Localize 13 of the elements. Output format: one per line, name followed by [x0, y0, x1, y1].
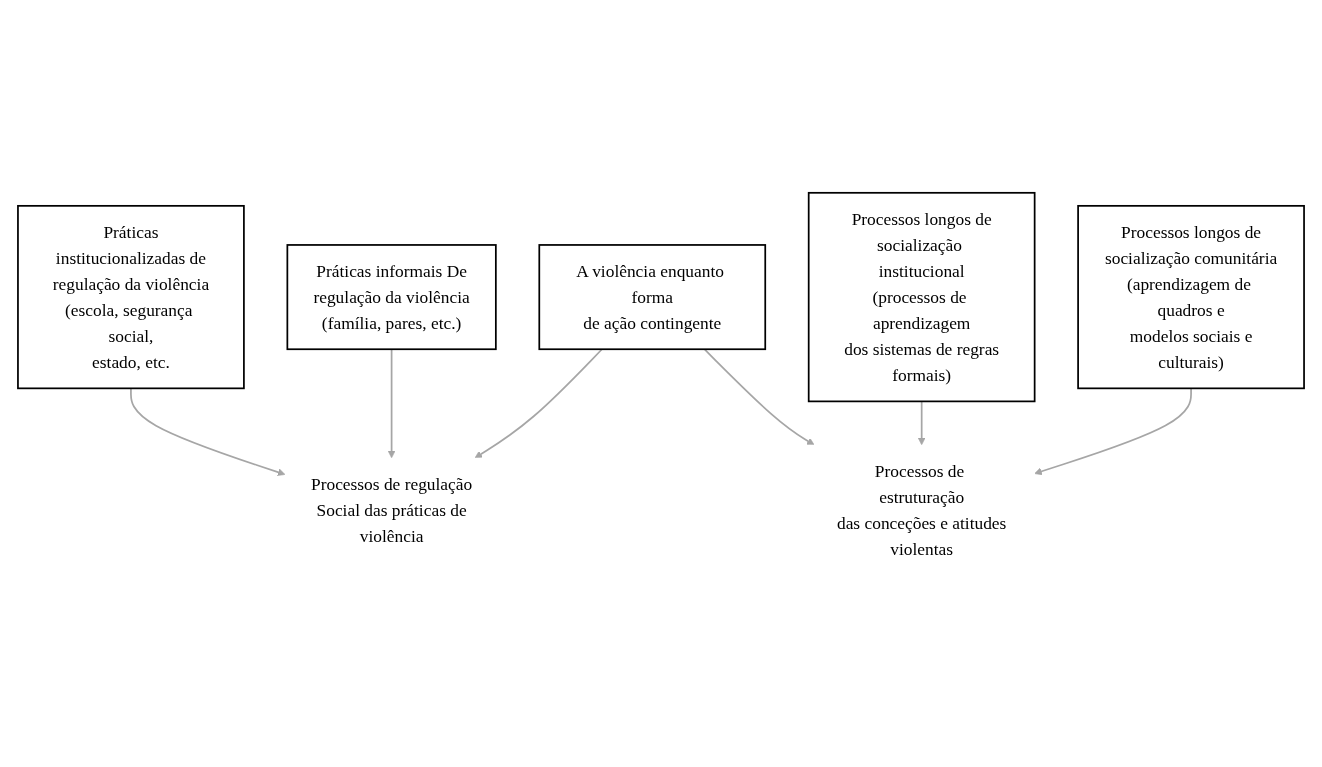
arrow	[703, 347, 815, 445]
arrow	[917, 400, 926, 445]
arrow	[130, 387, 286, 476]
node-box: A violência enquanto forma de ação contingente	[538, 243, 767, 350]
node-box: Processos longos de socialização institucional (processos de aprendizagem dos sistemas de regras formais)	[807, 191, 1036, 402]
node-box: Práticas institucionalizadas de regulação da violência (escola, segurança social, estado, etc.	[17, 204, 245, 389]
node-text: Processos de estruturação das conceções e atitudes violentas	[836, 460, 1007, 559]
node-text: Processos de regulação Social das práticas de violência	[310, 473, 473, 546]
node-box: Práticas informais De regulação da violência (família, pares, etc.)	[286, 243, 497, 350]
arrow	[387, 347, 396, 458]
arrow	[474, 347, 603, 458]
arrow	[1034, 387, 1192, 475]
node-box: Processos longos de socialização comunitária (aprendizagem de quadros e modelos sociais e culturais)	[1077, 204, 1305, 389]
